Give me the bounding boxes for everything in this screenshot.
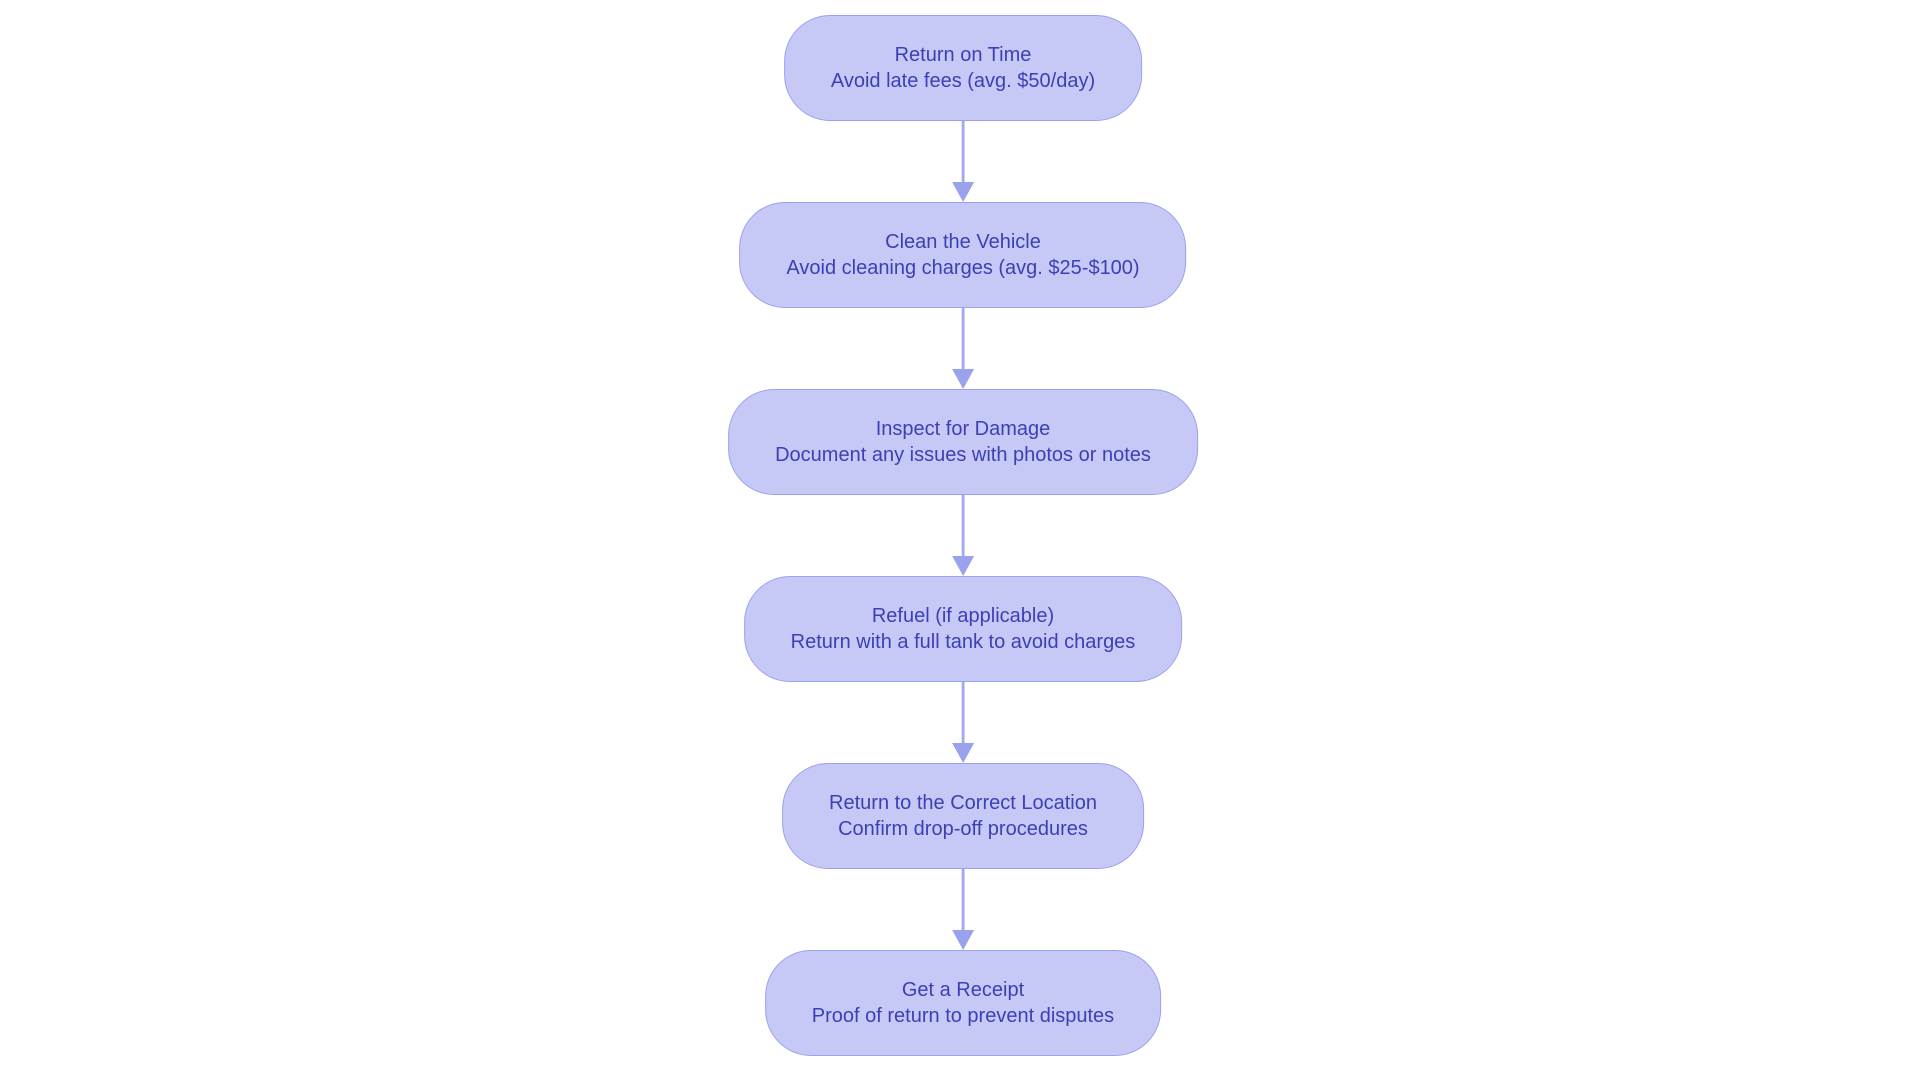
flow-arrow bbox=[950, 682, 976, 763]
node-subtitle: Return with a full tank to avoid charges bbox=[790, 631, 1136, 653]
flow-arrow bbox=[950, 308, 976, 389]
arrow-down-icon bbox=[951, 121, 974, 202]
arrow-down-icon bbox=[951, 682, 974, 763]
flow-arrow bbox=[950, 495, 976, 576]
flow-node-return-on-time: Return on Time Avoid late fees (avg. $50… bbox=[783, 15, 1143, 121]
node-title: Inspect for Damage bbox=[875, 417, 1051, 440]
node-subtitle: Proof of return to prevent disputes bbox=[811, 1005, 1115, 1027]
node-subtitle: Avoid cleaning charges (avg. $25-$100) bbox=[786, 257, 1140, 279]
node-subtitle: Avoid late fees (avg. $50/day) bbox=[830, 70, 1096, 92]
arrow-down-icon bbox=[951, 495, 974, 576]
node-title: Clean the Vehicle bbox=[885, 230, 1041, 253]
node-subtitle: Confirm drop-off procedures bbox=[838, 818, 1088, 840]
flow-node-refuel: Refuel (if applicable) Return with a ful… bbox=[743, 576, 1183, 682]
flow-node-clean-the-vehicle: Clean the Vehicle Avoid cleaning charges… bbox=[739, 202, 1187, 308]
node-subtitle: Document any issues with photos or notes bbox=[775, 444, 1151, 466]
node-title: Return to the Correct Location bbox=[829, 791, 1097, 814]
flow-node-return-to-correct-location: Return to the Correct Location Confirm d… bbox=[782, 763, 1144, 869]
flowchart: Return on Time Avoid late fees (avg. $50… bbox=[728, 15, 1198, 1056]
flow-node-inspect-for-damage: Inspect for Damage Document any issues w… bbox=[728, 389, 1198, 495]
arrow-down-icon bbox=[951, 869, 974, 950]
flow-arrow bbox=[950, 121, 976, 202]
node-title: Get a Receipt bbox=[901, 978, 1025, 1001]
flow-arrow bbox=[950, 869, 976, 950]
arrow-down-icon bbox=[951, 308, 974, 389]
node-title: Return on Time bbox=[894, 43, 1032, 66]
flow-node-get-a-receipt: Get a Receipt Proof of return to prevent… bbox=[764, 950, 1162, 1056]
node-title: Refuel (if applicable) bbox=[871, 604, 1055, 627]
